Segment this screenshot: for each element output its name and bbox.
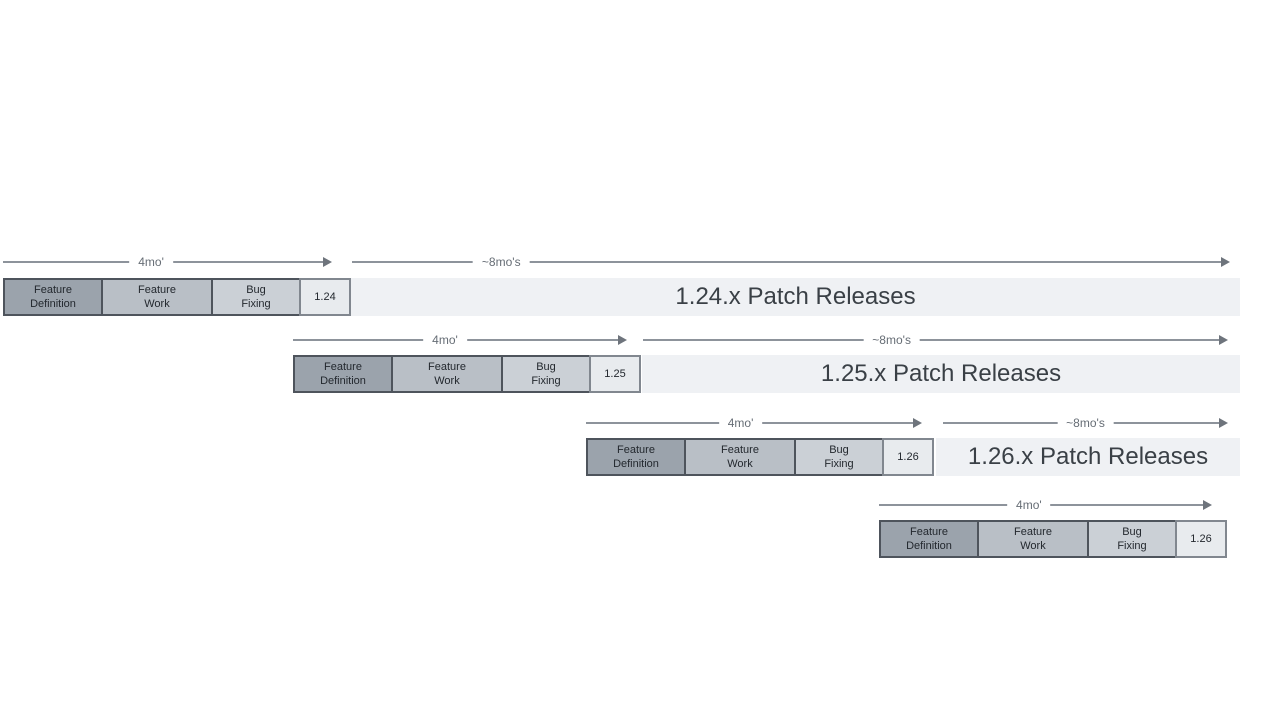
version-label: 1.24 <box>314 290 336 303</box>
patch-releases-bar: 1.25.x Patch Releases <box>642 355 1240 393</box>
release-cycle-boxes: Feature Definition Feature Work Bug Fixi… <box>3 278 351 316</box>
dev-duration-arrow: 4mo' <box>3 253 332 271</box>
phase-box-feature-work: Feature Work <box>977 520 1089 558</box>
version-label: 1.25 <box>604 367 626 380</box>
dev-duration-arrow: 4mo' <box>293 331 627 349</box>
phase-label: Feature Definition <box>613 443 659 470</box>
release-cycle-boxes: Feature Definition Feature Work Bug Fixi… <box>879 520 1227 558</box>
phase-box-feature-definition: Feature Definition <box>3 278 103 316</box>
release-cycle-boxes: Feature Definition Feature Work Bug Fixi… <box>293 355 641 393</box>
phase-box-bug-fixing: Bug Fixing <box>794 438 884 476</box>
patch-duration-label: ~8mo's <box>863 333 920 347</box>
phase-label: Bug Fixing <box>1117 525 1147 552</box>
arrow-head-icon <box>1219 418 1228 428</box>
phase-label: Feature Work <box>428 360 466 387</box>
arrow-line <box>643 339 1220 341</box>
patch-duration-arrow: ~8mo's <box>643 331 1228 349</box>
phase-label: Feature Work <box>1014 525 1052 552</box>
phase-box-bug-fixing: Bug Fixing <box>211 278 301 316</box>
phase-label: Feature Work <box>138 283 176 310</box>
arrow-head-icon <box>618 335 627 345</box>
patch-duration-label: ~8mo's <box>1057 416 1114 430</box>
patch-releases-label: 1.24.x Patch Releases <box>675 283 916 310</box>
patch-duration-label: ~8mo's <box>472 255 530 269</box>
phase-box-bug-fixing: Bug Fixing <box>501 355 591 393</box>
phase-box-feature-work: Feature Work <box>391 355 503 393</box>
phase-label: Feature Definition <box>906 525 952 552</box>
arrow-head-icon <box>1203 500 1212 510</box>
version-label: 1.26 <box>897 450 919 463</box>
version-box: 1.24 <box>299 278 351 316</box>
dev-duration-label: 4mo' <box>1007 498 1051 512</box>
phase-box-feature-work: Feature Work <box>101 278 213 316</box>
arrow-head-icon <box>323 257 332 267</box>
phase-label: Bug Fixing <box>824 443 854 470</box>
patch-releases-label: 1.25.x Patch Releases <box>820 360 1062 387</box>
dev-duration-label: 4mo' <box>129 255 173 269</box>
phase-label: Feature Definition <box>30 283 76 310</box>
patch-duration-arrow: ~8mo's <box>352 253 1230 271</box>
phase-label: Bug Fixing <box>531 360 561 387</box>
version-box: 1.26 <box>882 438 934 476</box>
release-cycle-boxes: Feature Definition Feature Work Bug Fixi… <box>586 438 934 476</box>
version-box: 1.26 <box>1175 520 1227 558</box>
dev-duration-label: 4mo' <box>718 416 763 430</box>
arrow-head-icon <box>1221 257 1230 267</box>
phase-box-feature-definition: Feature Definition <box>879 520 979 558</box>
dev-duration-arrow: 4mo' <box>586 414 922 432</box>
phase-label: Feature Work <box>721 443 759 470</box>
phase-label: Bug Fixing <box>241 283 271 310</box>
patch-duration-arrow: ~8mo's <box>943 414 1228 432</box>
dev-duration-arrow: 4mo' <box>879 496 1212 514</box>
dev-duration-label: 4mo' <box>423 333 467 347</box>
phase-box-feature-work: Feature Work <box>684 438 796 476</box>
patch-releases-bar: 1.24.x Patch Releases <box>351 278 1240 316</box>
phase-box-bug-fixing: Bug Fixing <box>1087 520 1177 558</box>
phase-box-feature-definition: Feature Definition <box>293 355 393 393</box>
arrow-head-icon <box>913 418 922 428</box>
patch-releases-bar: 1.26.x Patch Releases <box>936 438 1240 476</box>
version-box: 1.25 <box>589 355 641 393</box>
phase-label: Feature Definition <box>320 360 366 387</box>
version-label: 1.26 <box>1190 532 1212 545</box>
patch-releases-label: 1.26.x Patch Releases <box>967 443 1209 470</box>
arrow-head-icon <box>1219 335 1228 345</box>
arrow-line <box>352 261 1222 263</box>
phase-box-feature-definition: Feature Definition <box>586 438 686 476</box>
